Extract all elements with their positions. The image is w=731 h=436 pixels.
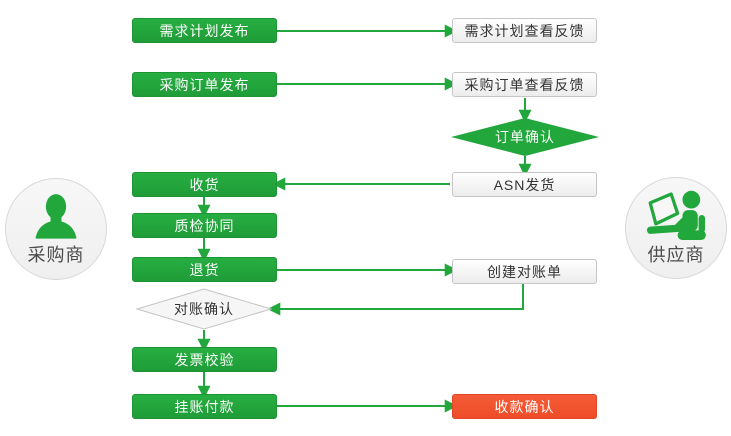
node-invoice-check: 发票校验 — [132, 347, 277, 372]
buyer-person-icon — [35, 193, 77, 239]
connector-statement-to-confirm — [267, 284, 524, 316]
node-receive-goods: 收货 — [132, 172, 277, 197]
decision-order-confirm: 订单确认 — [451, 118, 599, 156]
node-demand-plan-feedback: 需求计划查看反馈 — [452, 18, 597, 43]
actor-supplier: 供应商 — [625, 177, 727, 279]
actor-buyer: 采购商 — [5, 178, 107, 280]
buyer-label: 采购商 — [27, 244, 85, 265]
supplier-person-laptop-icon — [647, 190, 706, 240]
node-payment-on-account: 挂账付款 — [132, 394, 277, 419]
diamond-shape — [136, 288, 272, 330]
diamond-shape — [451, 118, 599, 156]
decision-label: 订单确认 — [495, 129, 555, 145]
node-po-publish: 采购订单发布 — [132, 72, 277, 97]
node-create-statement: 创建对账单 — [452, 259, 597, 284]
node-receipt-confirm: 收款确认 — [452, 394, 597, 419]
decision-label: 对账确认 — [174, 301, 234, 317]
node-po-feedback: 采购订单查看反馈 — [452, 72, 597, 97]
supplier-label: 供应商 — [647, 244, 705, 265]
node-asn-ship: ASN发货 — [452, 172, 597, 197]
node-quality-collab: 质检协同 — [132, 213, 277, 238]
decision-statement-confirm: 对账确认 — [136, 288, 272, 330]
node-return-goods: 退货 — [132, 257, 277, 282]
node-demand-plan-publish: 需求计划发布 — [132, 18, 277, 43]
